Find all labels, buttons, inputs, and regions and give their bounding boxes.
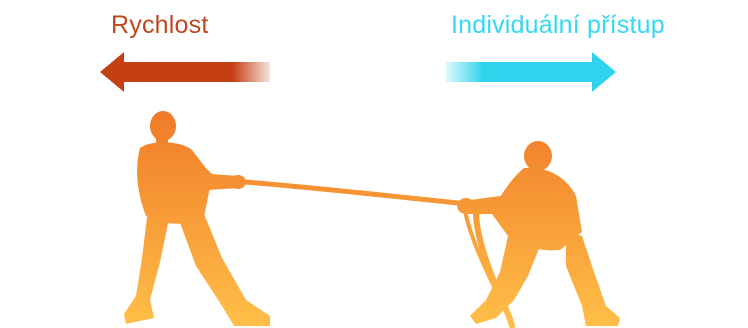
arrow-right-icon: [446, 52, 616, 92]
arrow-left-icon: [100, 52, 270, 92]
left-figure: [124, 111, 270, 326]
